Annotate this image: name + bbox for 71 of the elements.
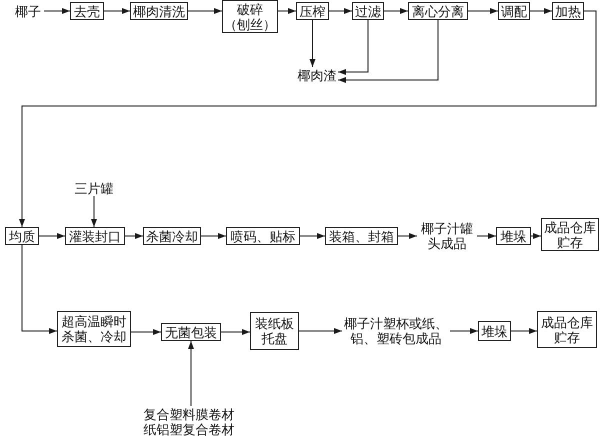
arrow [19,10,596,228]
arrow [22,244,58,334]
step-label: 装纸板托盘 [254,316,295,346]
arrow [398,233,418,239]
step-label: 均质 [9,228,35,244]
step-label: 无菌包装 [165,324,217,340]
arrow [468,8,498,14]
step-label: 压榨 [300,4,326,18]
arrow [310,20,316,68]
process-box [325,227,398,245]
input-material-label: 复合塑料膜卷材 [144,407,234,422]
arrow [338,20,368,75]
process-box [143,227,201,245]
arrow [328,8,352,14]
arrow [38,233,66,239]
arrow [298,328,342,334]
arrow [278,8,296,14]
process-box [70,2,104,20]
arrow [530,8,552,14]
step-label: 离心分离 [412,4,464,18]
arrow [384,8,408,14]
step-label: 椰肉清洗 [133,4,185,18]
process-box [65,227,125,245]
process-box [161,323,221,341]
arrow [450,328,478,334]
arrow [130,329,162,335]
process-box [5,227,39,245]
step-label: 超高温瞬时杀菌、冷却 [60,314,128,344]
step-label: 成品仓库贮存 [540,314,594,344]
process-box [222,0,278,33]
process-box [496,227,531,245]
input-material-label: 纸铝塑复合卷材 [144,422,234,437]
product-label: 椰子汁塑杯或纸、铝、塑砖包成品 [343,316,449,346]
arrow [188,340,194,406]
process-box [296,2,329,20]
step-label: （刨丝） [224,16,276,32]
product-label: 椰子汁罐头成品 [420,221,474,251]
step-label: 去壳 [74,4,100,18]
arrow [44,8,70,14]
arrow [124,233,144,239]
step-label: 堆垛 [500,228,526,244]
arrow [104,8,130,14]
step-label: 调配 [501,4,527,18]
step-label: 装箱、封箱 [329,228,394,244]
step-label: 喷码、贴标 [230,228,296,244]
arrow [220,329,250,335]
raw-material-label: 椰子 [15,4,41,18]
process-box [130,2,188,20]
arrow [300,233,326,239]
arrow [530,233,542,239]
step-label: 过滤 [355,4,381,18]
process-box [552,2,584,20]
arrow [476,233,496,239]
step-label: 加热 [555,4,581,18]
process-box [478,321,511,341]
step-label: 成品仓库贮存 [543,220,597,250]
process-box [352,2,384,20]
step-label: 破碎 [237,2,263,16]
process-box [498,2,530,20]
step-label: 堆垛 [482,324,508,338]
step-label: 杀菌冷却 [146,228,198,244]
process-box [408,2,468,20]
arrow [91,196,97,228]
arrow [338,20,438,83]
step-label: 灌装封口 [69,228,121,244]
arrow [510,328,538,334]
byproduct-label: 椰肉渣 [298,68,336,82]
process-box [226,227,300,245]
arrow [200,233,226,239]
arrow [188,8,222,14]
input-material-label: 三片罐 [74,181,114,196]
